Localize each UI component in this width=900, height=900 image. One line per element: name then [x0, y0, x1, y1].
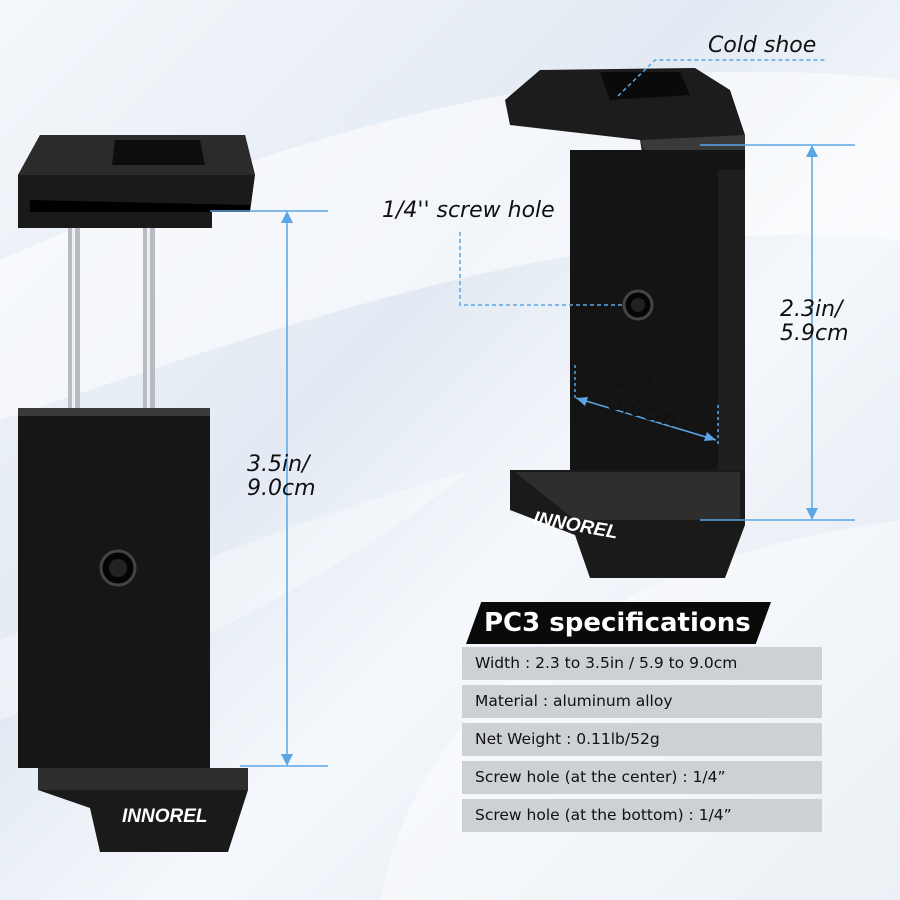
dimension-guides [210, 59, 855, 767]
left-phone-clip [18, 135, 255, 852]
spec-row-weight: Net Weight : 0.11lb/52g [462, 723, 822, 756]
cold-shoe-leader [617, 59, 826, 97]
cold-shoe-label: Cold shoe [708, 33, 817, 58]
spec-row-text: Screw hole (at the center) : 1/4” [475, 768, 726, 786]
spec-title-text: PC3 specifications [484, 608, 751, 638]
spec-row-center-hole: Screw hole (at the center) : 1/4” [462, 761, 822, 794]
spec-row-text: Screw hole (at the bottom) : 1/4” [475, 806, 732, 824]
spec-title: PC3 specifications [466, 602, 771, 644]
width-arrow [575, 397, 717, 441]
spec-row-width: Width : 2.3 to 3.5in / 5.9 to 9.0cm [462, 647, 822, 680]
left-height-cm: 9.0cm [247, 476, 316, 501]
spec-row-bottom-hole: Screw hole (at the bottom) : 1/4” [462, 799, 822, 832]
left-brand-logo: INNOREL [122, 806, 208, 827]
screw-hole-label: 1/4'' screw hole [382, 198, 555, 223]
right-phone-clip [505, 68, 745, 578]
right-height-label: 2.3in/ 5.9cm [780, 298, 849, 346]
left-main-body [18, 408, 210, 768]
left-height-in: 3.5in/ [247, 452, 310, 477]
right-main-body [570, 150, 745, 520]
left-height-label: 3.5in/ 9.0cm [247, 453, 316, 501]
spec-row-text: Net Weight : 0.11lb/52g [475, 730, 660, 748]
right-height-cm: 5.9cm [780, 321, 849, 346]
screw-hole-leader [459, 232, 625, 306]
spec-row-text: Width : 2.3 to 3.5in / 5.9 to 9.0cm [475, 654, 738, 672]
spec-row-text: Material : aluminum alloy [475, 692, 673, 710]
spec-row-material: Material : aluminum alloy [462, 685, 822, 718]
right-height-in: 2.3in/ [780, 297, 843, 322]
